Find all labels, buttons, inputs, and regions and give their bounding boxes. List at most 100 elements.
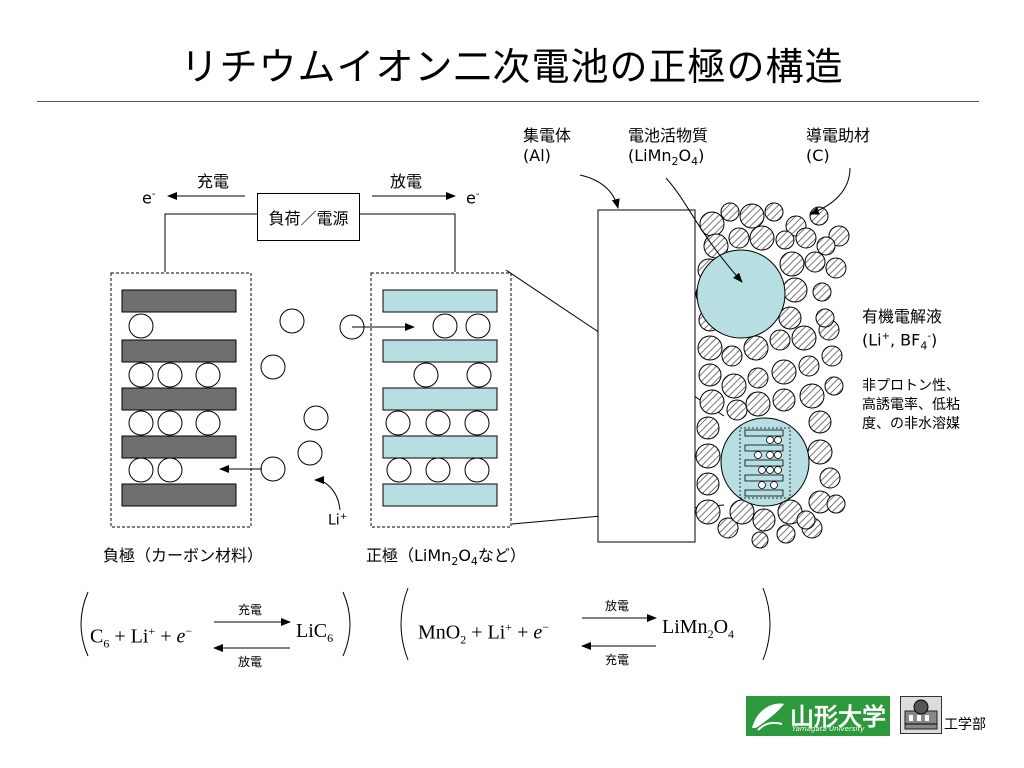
negative-equation-bottom-label: 放電 xyxy=(238,655,263,669)
carbon-particle xyxy=(824,376,844,396)
faculty-emblem xyxy=(900,696,942,734)
carbon-particle xyxy=(821,345,843,367)
faculty-name: 工学部 xyxy=(944,717,986,733)
mini-cathode-layer xyxy=(744,459,784,467)
carbon-particle xyxy=(726,399,748,421)
li-ion xyxy=(425,457,451,483)
li-ion xyxy=(465,313,491,339)
li-ion xyxy=(432,313,458,339)
mini-li-ion xyxy=(774,466,782,474)
carbon-particle xyxy=(739,203,765,229)
carbon-particle xyxy=(825,257,847,279)
carbon-particle xyxy=(696,416,720,440)
carbon-particle xyxy=(771,359,797,385)
carbon-particle xyxy=(778,306,802,330)
carbon-particle xyxy=(772,388,796,412)
slide-title: リチウムイオン二次電池の正極の構造 xyxy=(180,45,844,89)
electron-left-label: e- xyxy=(142,188,156,208)
carbon-particle xyxy=(747,367,769,389)
positive-equation-top-label: 放電 xyxy=(605,599,630,613)
graphite-layer xyxy=(121,435,237,459)
positive-electrode-label: 正極（LiMn2O4など） xyxy=(366,546,526,569)
load-label: 負荷／電源 xyxy=(268,209,349,228)
li-ion xyxy=(157,362,183,388)
carbon-particle xyxy=(795,227,817,249)
li-ion xyxy=(157,410,183,436)
label-pointers xyxy=(579,167,851,283)
cathode-layer xyxy=(382,339,498,363)
li-ion xyxy=(128,457,154,483)
carbon-particle xyxy=(751,531,769,549)
negative-electrode-frame xyxy=(110,272,252,528)
li-ion xyxy=(297,440,323,466)
mini-li-ion xyxy=(774,451,782,459)
carbon-particle xyxy=(799,383,825,409)
li-ion xyxy=(260,456,286,482)
carbon-particle xyxy=(721,345,743,367)
carbon-particle xyxy=(812,282,832,302)
carbon-particle xyxy=(815,308,835,328)
positive-equation-product: LiMn2O4 xyxy=(662,616,735,641)
graphite-layer xyxy=(121,289,237,313)
mini-li-ion xyxy=(758,466,766,474)
cathode-layer xyxy=(382,435,498,459)
carbon-particle xyxy=(775,230,795,250)
carbon-particle xyxy=(717,517,739,539)
intercalated-li-ions-positive xyxy=(385,313,492,483)
electrolyte-description: 非プロトン性、 高誘電率、低粘 度、の非水溶媒 xyxy=(862,378,960,432)
conductive-additive-label: 導電助材 (C) xyxy=(806,126,871,165)
carbon-particle xyxy=(779,251,805,277)
positive-electrode-frame xyxy=(370,272,512,528)
carbon-particle xyxy=(816,236,836,256)
title-divider xyxy=(37,101,979,102)
li-ion xyxy=(464,457,490,483)
cathode-layer xyxy=(382,483,498,507)
li-ion xyxy=(128,313,154,339)
li-ion xyxy=(385,410,411,436)
mini-li-ion xyxy=(754,451,762,459)
university-logo: 山形大学 Yamagata University xyxy=(746,696,890,736)
carbon-particle xyxy=(696,472,720,496)
mini-cathode-layer xyxy=(744,444,784,452)
collector-label: 集電体 (Al) xyxy=(523,126,572,165)
carbon-particle xyxy=(826,494,846,514)
carbon-particle xyxy=(698,363,722,387)
graphite-layer xyxy=(121,387,237,411)
conductive-additive-particles xyxy=(695,202,850,549)
li-ion xyxy=(413,362,439,388)
discharge-label: 放電 xyxy=(390,172,423,191)
li-ion xyxy=(128,362,154,388)
negative-electrode-label: 負極（カーボン材料） xyxy=(103,546,264,565)
active-material-particle xyxy=(696,249,786,339)
leaf-icon xyxy=(752,703,784,731)
negative-equation-product: LiC6 xyxy=(296,620,334,645)
electrolyte-label: 有機電解液 (Li+, BF4-) xyxy=(862,307,943,353)
li-ion xyxy=(157,457,183,483)
carbon-particle xyxy=(808,410,832,434)
carbon-particle xyxy=(752,508,776,532)
graphite-layer xyxy=(121,339,237,363)
active-material-inner-structure xyxy=(739,427,791,499)
mini-li-ion xyxy=(774,436,782,444)
mini-li-ion xyxy=(766,451,774,459)
mini-li-ion xyxy=(770,481,778,489)
charge-label: 充電 xyxy=(197,172,230,191)
ion-migration-arrows xyxy=(219,323,415,473)
li-ion xyxy=(195,410,221,436)
cathode-layer xyxy=(382,289,498,313)
carbon-particle xyxy=(796,510,816,530)
li-ion xyxy=(279,308,305,334)
mini-li-ion xyxy=(758,481,766,489)
mini-cathode-layer xyxy=(744,429,784,437)
carbon-particle xyxy=(749,225,775,251)
graphite-layer xyxy=(121,483,237,507)
li-ion xyxy=(464,410,490,436)
carbon-particle xyxy=(695,443,721,469)
load-power-supply-box: 負荷／電源 xyxy=(257,193,360,241)
carbon-particle xyxy=(782,277,808,303)
li-ion xyxy=(195,362,221,388)
li-ion-label: Li+ xyxy=(328,512,348,529)
university-name: 山形大学 xyxy=(790,702,886,731)
